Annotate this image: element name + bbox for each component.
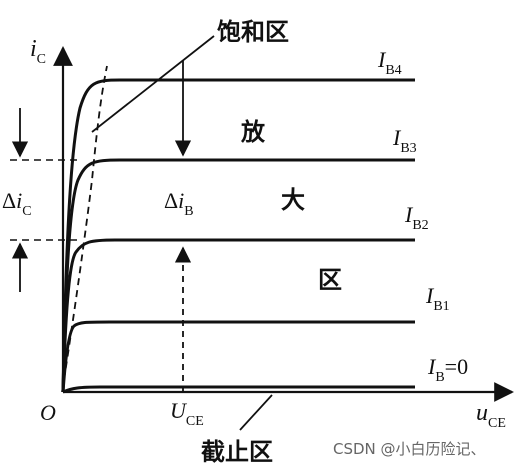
amplification-char-2: 大 xyxy=(281,186,305,214)
amplification-char-3: 区 xyxy=(318,266,342,294)
label-ib3: IB3 xyxy=(392,125,417,156)
delta-ib-label: ΔiB xyxy=(164,188,194,219)
x-axis-label: uCE xyxy=(476,400,506,431)
label-ib2: IB2 xyxy=(404,202,429,233)
origin-label: O xyxy=(40,400,56,425)
saturation-region-label: 饱和区 xyxy=(217,18,289,46)
curve-ib3 xyxy=(61,158,415,393)
saturation-boundary xyxy=(61,65,108,393)
curve-ib2 xyxy=(61,238,415,393)
saturation-leader xyxy=(91,35,215,133)
curve-ib4 xyxy=(61,78,415,393)
cutoff-leader xyxy=(239,394,273,431)
curve-ib0 xyxy=(62,385,415,394)
label-ib4: IB4 xyxy=(377,47,402,78)
curve-ib1 xyxy=(61,320,415,393)
label-ib1: IB1 xyxy=(425,283,450,314)
y-axis-label: iC xyxy=(30,36,46,67)
watermark-text: CSDN @小白历险记、 xyxy=(333,440,486,458)
uce-label: UCE xyxy=(170,398,204,429)
cutoff-region-label: 截止区 xyxy=(201,438,273,466)
amplification-char-1: 放 xyxy=(240,118,266,146)
label-ib0: IB=0 xyxy=(427,354,468,385)
delta-ic-label: ΔiC xyxy=(2,188,32,219)
